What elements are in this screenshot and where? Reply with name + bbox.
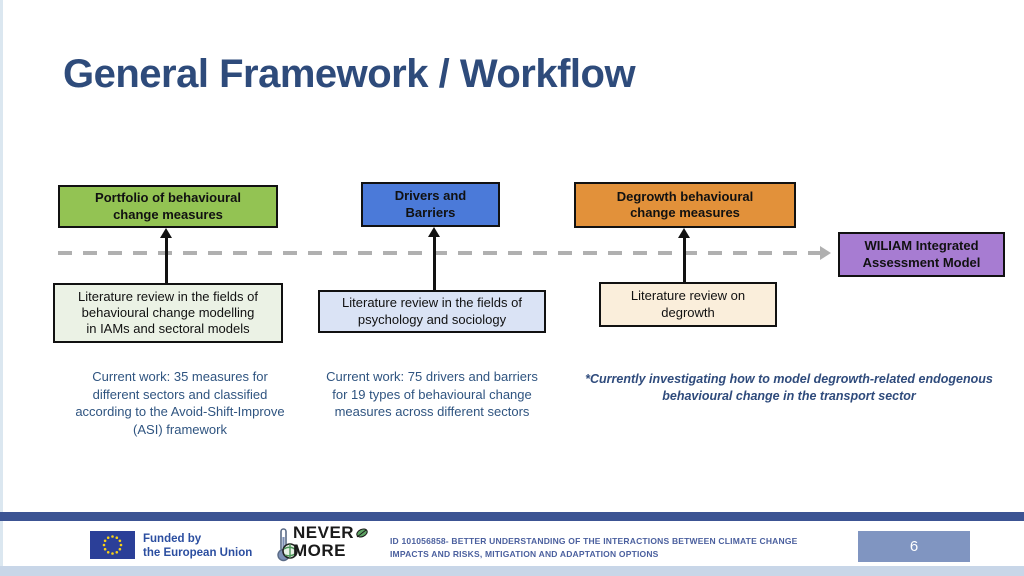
nevermore-logo: NEVER MORE xyxy=(276,523,371,565)
leaf-icon xyxy=(356,528,368,538)
nevermore-wordmark: NEVER MORE xyxy=(293,524,369,560)
connector-arrow-drivers xyxy=(433,236,436,290)
connector-arrowhead-portfolio xyxy=(160,228,172,238)
thermometer-globe-icon xyxy=(277,528,298,562)
timeline-arrowhead-icon xyxy=(820,246,831,260)
project-id-text: ID 101056858- BETTER UNDERSTANDING OF TH… xyxy=(390,536,798,559)
note-degrowth-investigation: *Currently investigating how to model de… xyxy=(585,372,993,403)
connector-arrow-portfolio xyxy=(165,237,168,283)
box-literature-review-psychology: Literature review in the fields of psych… xyxy=(318,290,546,333)
connector-arrowhead-drivers xyxy=(428,227,440,237)
connector-arrow-degrowth xyxy=(683,237,686,282)
note-current-work-drivers: Current work: 75 drivers and barriers fo… xyxy=(326,369,538,420)
page-number: 6 xyxy=(909,538,919,555)
eu-funding-label: Funded by the European Union xyxy=(143,533,253,560)
timeline-dashed-line xyxy=(58,251,820,255)
box-drivers-and-barriers: Drivers and Barriers xyxy=(361,182,500,227)
connector-arrowhead-degrowth xyxy=(678,228,690,238)
box-literature-review-degrowth: Literature review on degrowth xyxy=(599,282,777,327)
box-literature-review-iams: Literature review in the fields of behav… xyxy=(53,283,283,343)
box-degrowth-behavioural-change: Degrowth behavioural change measures xyxy=(574,182,796,228)
logo-text-never: NEVER xyxy=(293,523,355,542)
page-number-badge: 6 xyxy=(858,531,970,562)
page-title: General Framework / Workflow xyxy=(63,52,636,96)
footer-divider-bar xyxy=(0,512,1024,521)
logo-text-more: MORE xyxy=(293,540,346,560)
box-wiliam-integrated-assessment-model: WILIAM Integrated Assessment Model xyxy=(838,232,1005,277)
eu-flag-icon xyxy=(90,531,135,559)
footer-bottom-strip xyxy=(0,566,1024,576)
box-portfolio-behavioural-change: Portfolio of behavioural change measures xyxy=(58,185,278,228)
note-current-work-measures: Current work: 35 measures for different … xyxy=(75,369,285,437)
slide-edge-strip xyxy=(0,0,3,576)
